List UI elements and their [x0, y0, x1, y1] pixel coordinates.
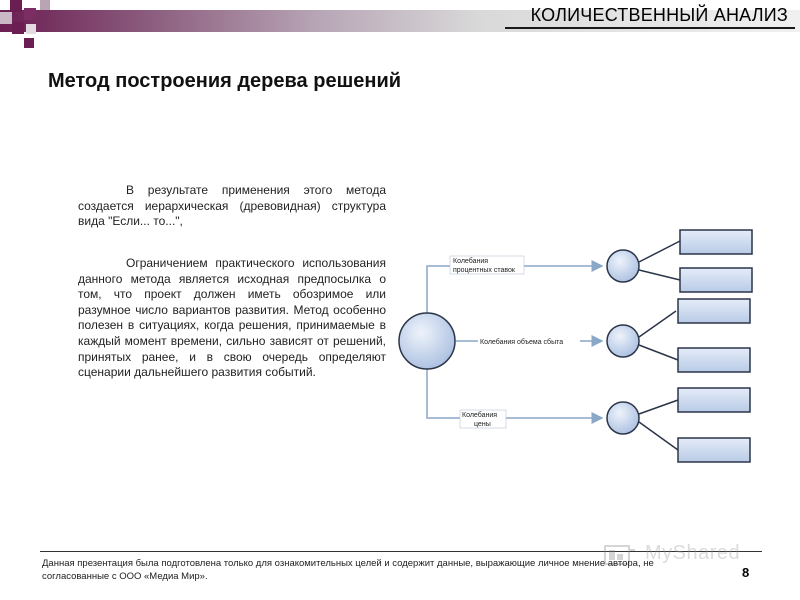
- leaf-box-3: [677, 298, 751, 324]
- leaf-box-5: [677, 387, 751, 413]
- logo-square-1: [10, 0, 22, 12]
- svg-text:Колебания: Колебания: [453, 257, 488, 265]
- decision-tree-diagram: Колебания процентных ставок Колебания об…: [398, 229, 753, 463]
- logo-square-6: [40, 0, 50, 10]
- slide-title: Метод построения дерева решений: [48, 70, 402, 92]
- footer-divider: [40, 551, 762, 552]
- paragraph-2-text: Ограничением практического использования…: [78, 256, 386, 380]
- child-node-2: [606, 324, 640, 358]
- paragraph-1: В результате применения этого метода соз…: [78, 183, 386, 230]
- svg-text:Колебания: Колебания: [462, 411, 497, 419]
- svg-text:цены: цены: [474, 421, 491, 428]
- watermark-icon: [604, 545, 635, 565]
- logo-square-2: [0, 12, 12, 24]
- child-node-3: [606, 401, 640, 435]
- leaf-box-1: [679, 229, 753, 255]
- root-node: [398, 312, 456, 370]
- paragraph-2: Ограничением практического использования…: [78, 256, 386, 381]
- section-title: КОЛИЧЕСТВЕННЫЙ АНАЛИЗ: [530, 5, 788, 25]
- branch-label-3: Колебания цены: [459, 409, 507, 429]
- logo-square-5: [26, 24, 36, 34]
- logo-square-4: [12, 22, 24, 34]
- watermark: MyShared: [603, 540, 763, 570]
- leaf-connectors: [638, 240, 681, 451]
- leaf-boxes: [677, 229, 753, 463]
- watermark-text: MyShared: [645, 542, 741, 564]
- leaf-box-4: [677, 347, 751, 373]
- logo-square-7: [24, 38, 34, 48]
- child-node-1: [606, 249, 640, 283]
- header-band: [0, 10, 800, 32]
- svg-text:Колебания объема сбыта: Колебания объема сбыта: [480, 338, 563, 346]
- page-number: 8: [742, 565, 750, 580]
- leaf-box-6: [677, 437, 751, 463]
- disclaimer-text: Данная презентация была подготовлена тол…: [42, 558, 654, 582]
- section-underline: [505, 27, 795, 29]
- branch-label-1: Колебания процентных ставок: [449, 255, 525, 275]
- svg-text:процентных ставок: процентных ставок: [453, 267, 516, 274]
- logo-square-3: [24, 8, 36, 20]
- branch-label-2: Колебания объема сбыта: [478, 336, 580, 346]
- leaf-box-2: [679, 267, 753, 293]
- paragraph-1-text: В результате применения этого метода соз…: [78, 183, 386, 229]
